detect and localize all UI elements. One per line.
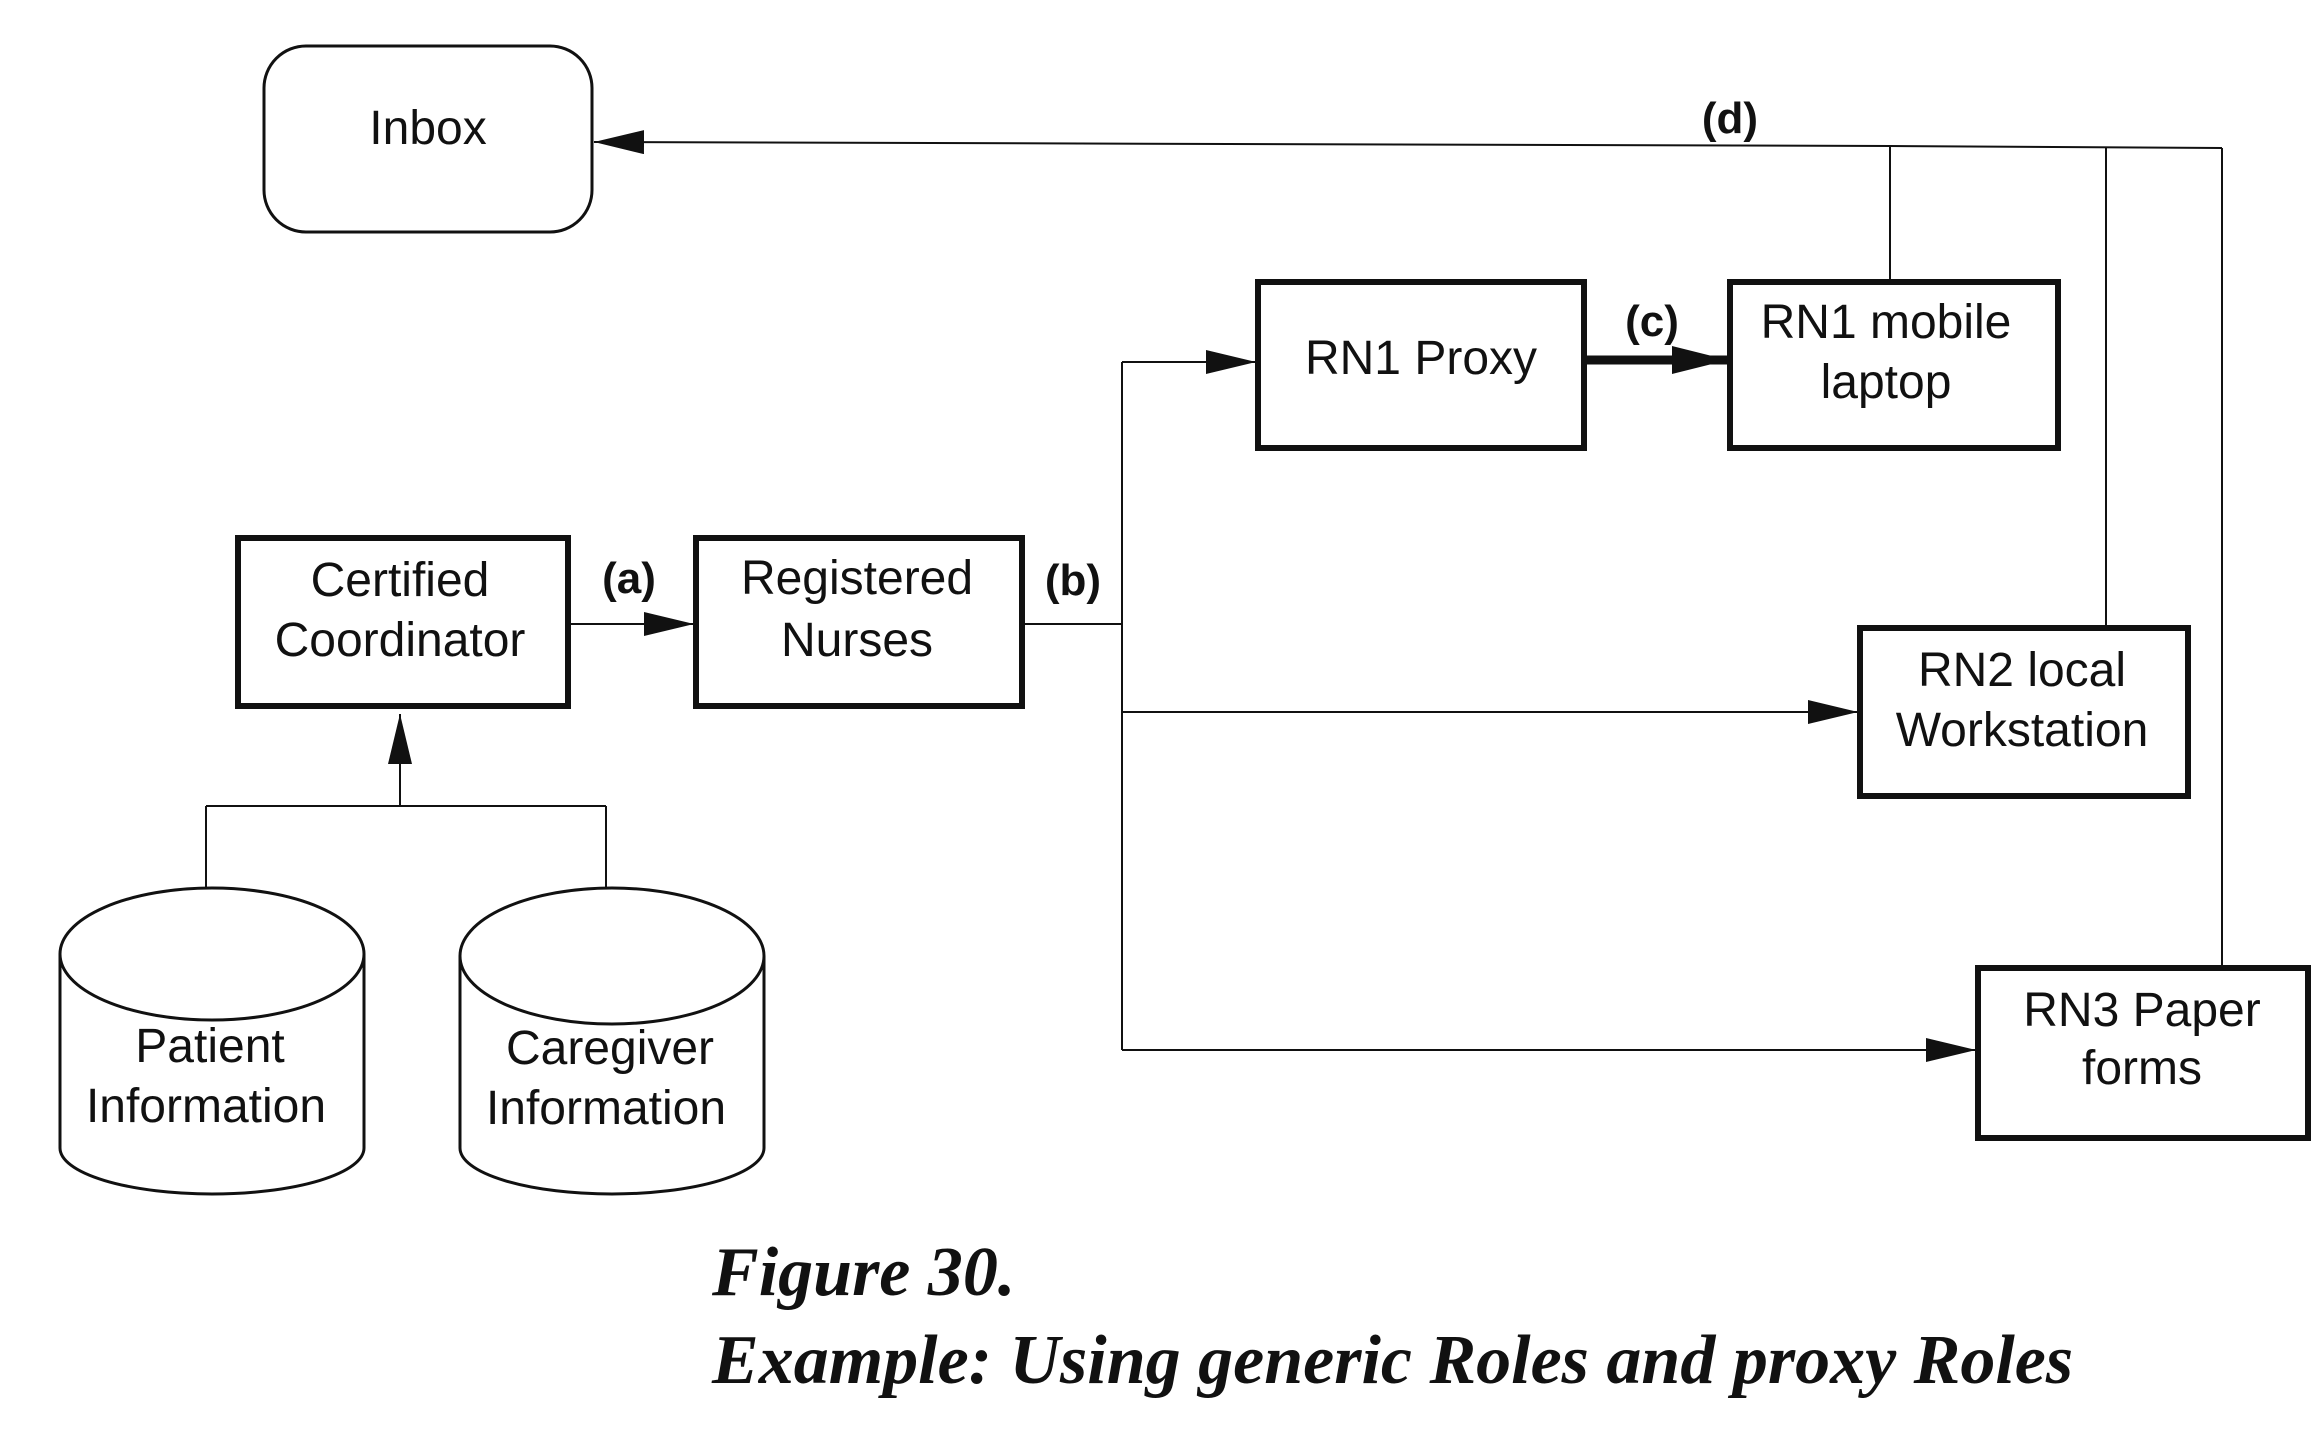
rn2-local-workstation-line1: RN2 local (1918, 644, 2126, 697)
caregiver-information-database: Caregiver Information (458, 886, 766, 1196)
inbox-label: Inbox (369, 102, 486, 155)
rn1-mobile-laptop-node: RN1 mobile laptop (1727, 279, 2061, 451)
rn2-local-workstation-node: RN2 local Workstation (1857, 625, 2191, 799)
rn1-mobile-laptop-line1: RN1 mobile (1761, 296, 2012, 349)
registered-nurses-line2: Nurses (781, 614, 933, 667)
patient-information-line1: Patient (135, 1020, 284, 1073)
certified-coordinator-line1: Certified (311, 554, 490, 607)
certified-coordinator-line2: Coordinator (275, 614, 526, 667)
rn2-local-workstation-line2: Workstation (1896, 704, 2149, 757)
figure-caption-title: Figure 30. (712, 1234, 1016, 1311)
registered-nurses-line1: Registered (741, 552, 973, 605)
rn1-mobile-laptop-line2: laptop (1821, 356, 1952, 409)
edge-label-b: (b) (1045, 556, 1101, 605)
caregiver-information-line1: Caregiver (506, 1022, 714, 1075)
connectors (205, 130, 2223, 1062)
return-top-line (1889, 145, 2223, 149)
registered-nurses-node: Registered Nurses (693, 535, 1025, 709)
patient-information-line2: Information (86, 1080, 326, 1133)
patient-information-database: Patient Information (58, 886, 366, 1196)
figure-caption-subtitle: Example: Using generic Roles and proxy R… (712, 1322, 2074, 1399)
rn1-proxy-node: RN1 Proxy (1255, 279, 1587, 451)
caregiver-information-line2: Information (486, 1082, 726, 1135)
rn3-paper-forms-line1: RN3 Paper (2023, 984, 2260, 1037)
edge-label-c: (c) (1625, 297, 1679, 346)
edge-d-arrow (593, 130, 1891, 155)
rn3-paper-forms-node: RN3 Paper forms (1975, 965, 2311, 1141)
edge-label-d: (d) (1702, 94, 1758, 143)
rn3-paper-forms-line2: forms (2082, 1042, 2202, 1095)
edge-label-a: (a) (602, 554, 656, 603)
certified-coordinator-node: Certified Coordinator (235, 535, 571, 709)
inbox-node: Inbox (262, 44, 594, 234)
rn1-proxy-label: RN1 Proxy (1305, 332, 1537, 385)
